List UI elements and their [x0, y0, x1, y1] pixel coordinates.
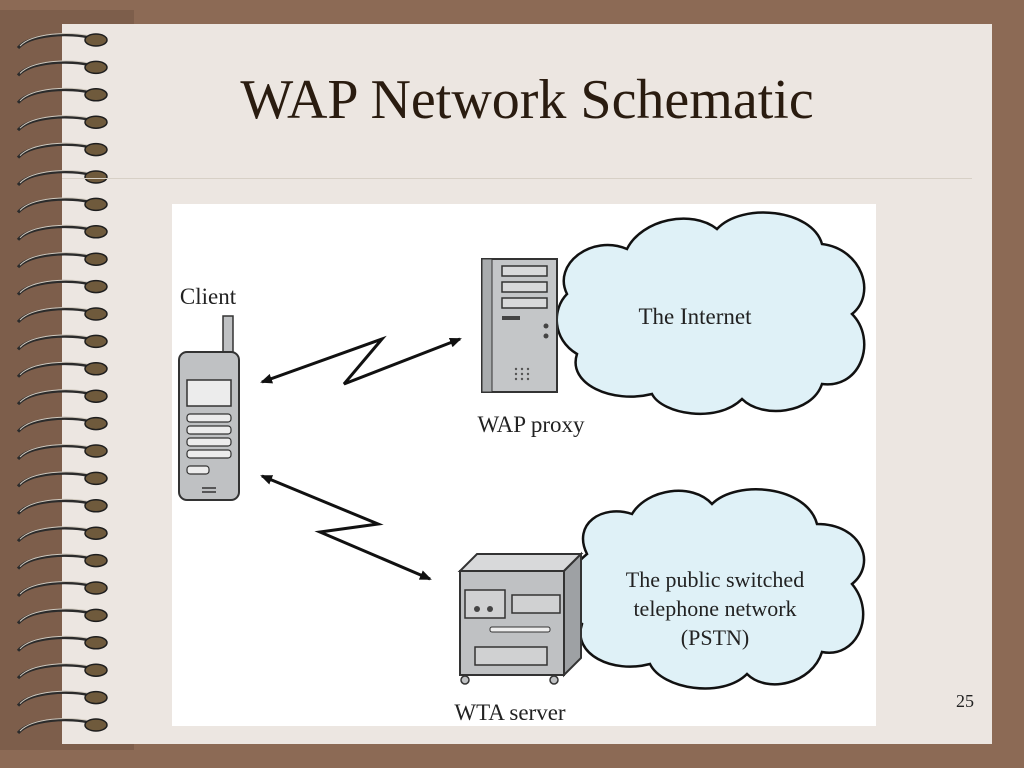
internet-label: The Internet — [638, 304, 752, 329]
wta-server-label: WTA server — [454, 700, 566, 725]
binding-hole — [84, 88, 108, 102]
binding-wire — [16, 197, 93, 214]
binding-wire — [16, 444, 93, 461]
wap-proxy-tower — [481, 258, 558, 393]
binding-hole — [84, 170, 108, 184]
binding-hole — [84, 553, 108, 568]
binding-hole — [84, 690, 108, 705]
binding-wire — [16, 690, 93, 707]
binding-wire — [16, 718, 93, 735]
binding-wire — [16, 499, 93, 515]
binding-hole — [84, 526, 108, 540]
wta-server — [457, 551, 584, 685]
binding-hole — [84, 115, 108, 129]
pstn-label-line2: telephone network — [633, 596, 796, 621]
pstn-label-line1: The public switched — [626, 567, 804, 592]
spiral-binding — [16, 32, 108, 735]
wireless-link-wta — [260, 474, 432, 581]
binding-hole — [84, 307, 108, 321]
internet-cloud — [555, 211, 866, 415]
binding-wire — [16, 142, 93, 159]
binding-wire — [16, 33, 93, 50]
binding-wire — [16, 225, 93, 241]
binding-hole — [84, 416, 108, 431]
binding-hole — [84, 471, 108, 486]
client-label: Client — [180, 284, 237, 309]
binding-wire — [16, 389, 93, 406]
binding-wire — [16, 252, 93, 269]
binding-hole — [84, 718, 108, 732]
binding-hole — [84, 60, 108, 75]
binding-wire — [16, 636, 93, 652]
binding-hole — [84, 142, 108, 157]
wap-proxy-label: WAP proxy — [477, 412, 585, 437]
binding-hole — [84, 663, 108, 677]
binding-hole — [84, 608, 108, 623]
page-number: 25 — [956, 691, 974, 711]
client-phone — [178, 315, 240, 501]
binding-wire — [16, 526, 93, 543]
binding-wire — [16, 362, 93, 378]
pstn-label-line3: (PSTN) — [681, 625, 749, 650]
binding-wire — [16, 663, 93, 680]
binding-hole — [84, 252, 108, 266]
binding-wire — [16, 307, 93, 324]
binding-hole — [84, 581, 108, 595]
binding-hole — [84, 444, 108, 458]
binding-wire — [16, 279, 93, 296]
binding-hole — [84, 362, 108, 376]
binding-hole — [84, 389, 108, 403]
binding-wire — [16, 553, 93, 570]
wireless-link-proxy — [260, 335, 462, 386]
binding-hole — [84, 499, 108, 513]
pstn-cloud — [564, 488, 866, 690]
title-divider — [62, 178, 972, 179]
binding-hole — [84, 334, 108, 349]
binding-wire — [16, 581, 93, 598]
network-schematic: The Internet The public switched telepho… — [172, 204, 876, 726]
binding-wire — [16, 471, 93, 488]
binding-hole — [84, 636, 108, 650]
slide-title: WAP Network Schematic — [240, 69, 814, 131]
binding-hole — [84, 279, 108, 294]
binding-hole — [84, 225, 108, 239]
binding-hole — [84, 197, 108, 212]
binding-wire — [16, 334, 93, 351]
binding-wire — [16, 416, 93, 433]
binding-wire — [16, 608, 93, 625]
binding-hole — [84, 33, 108, 47]
